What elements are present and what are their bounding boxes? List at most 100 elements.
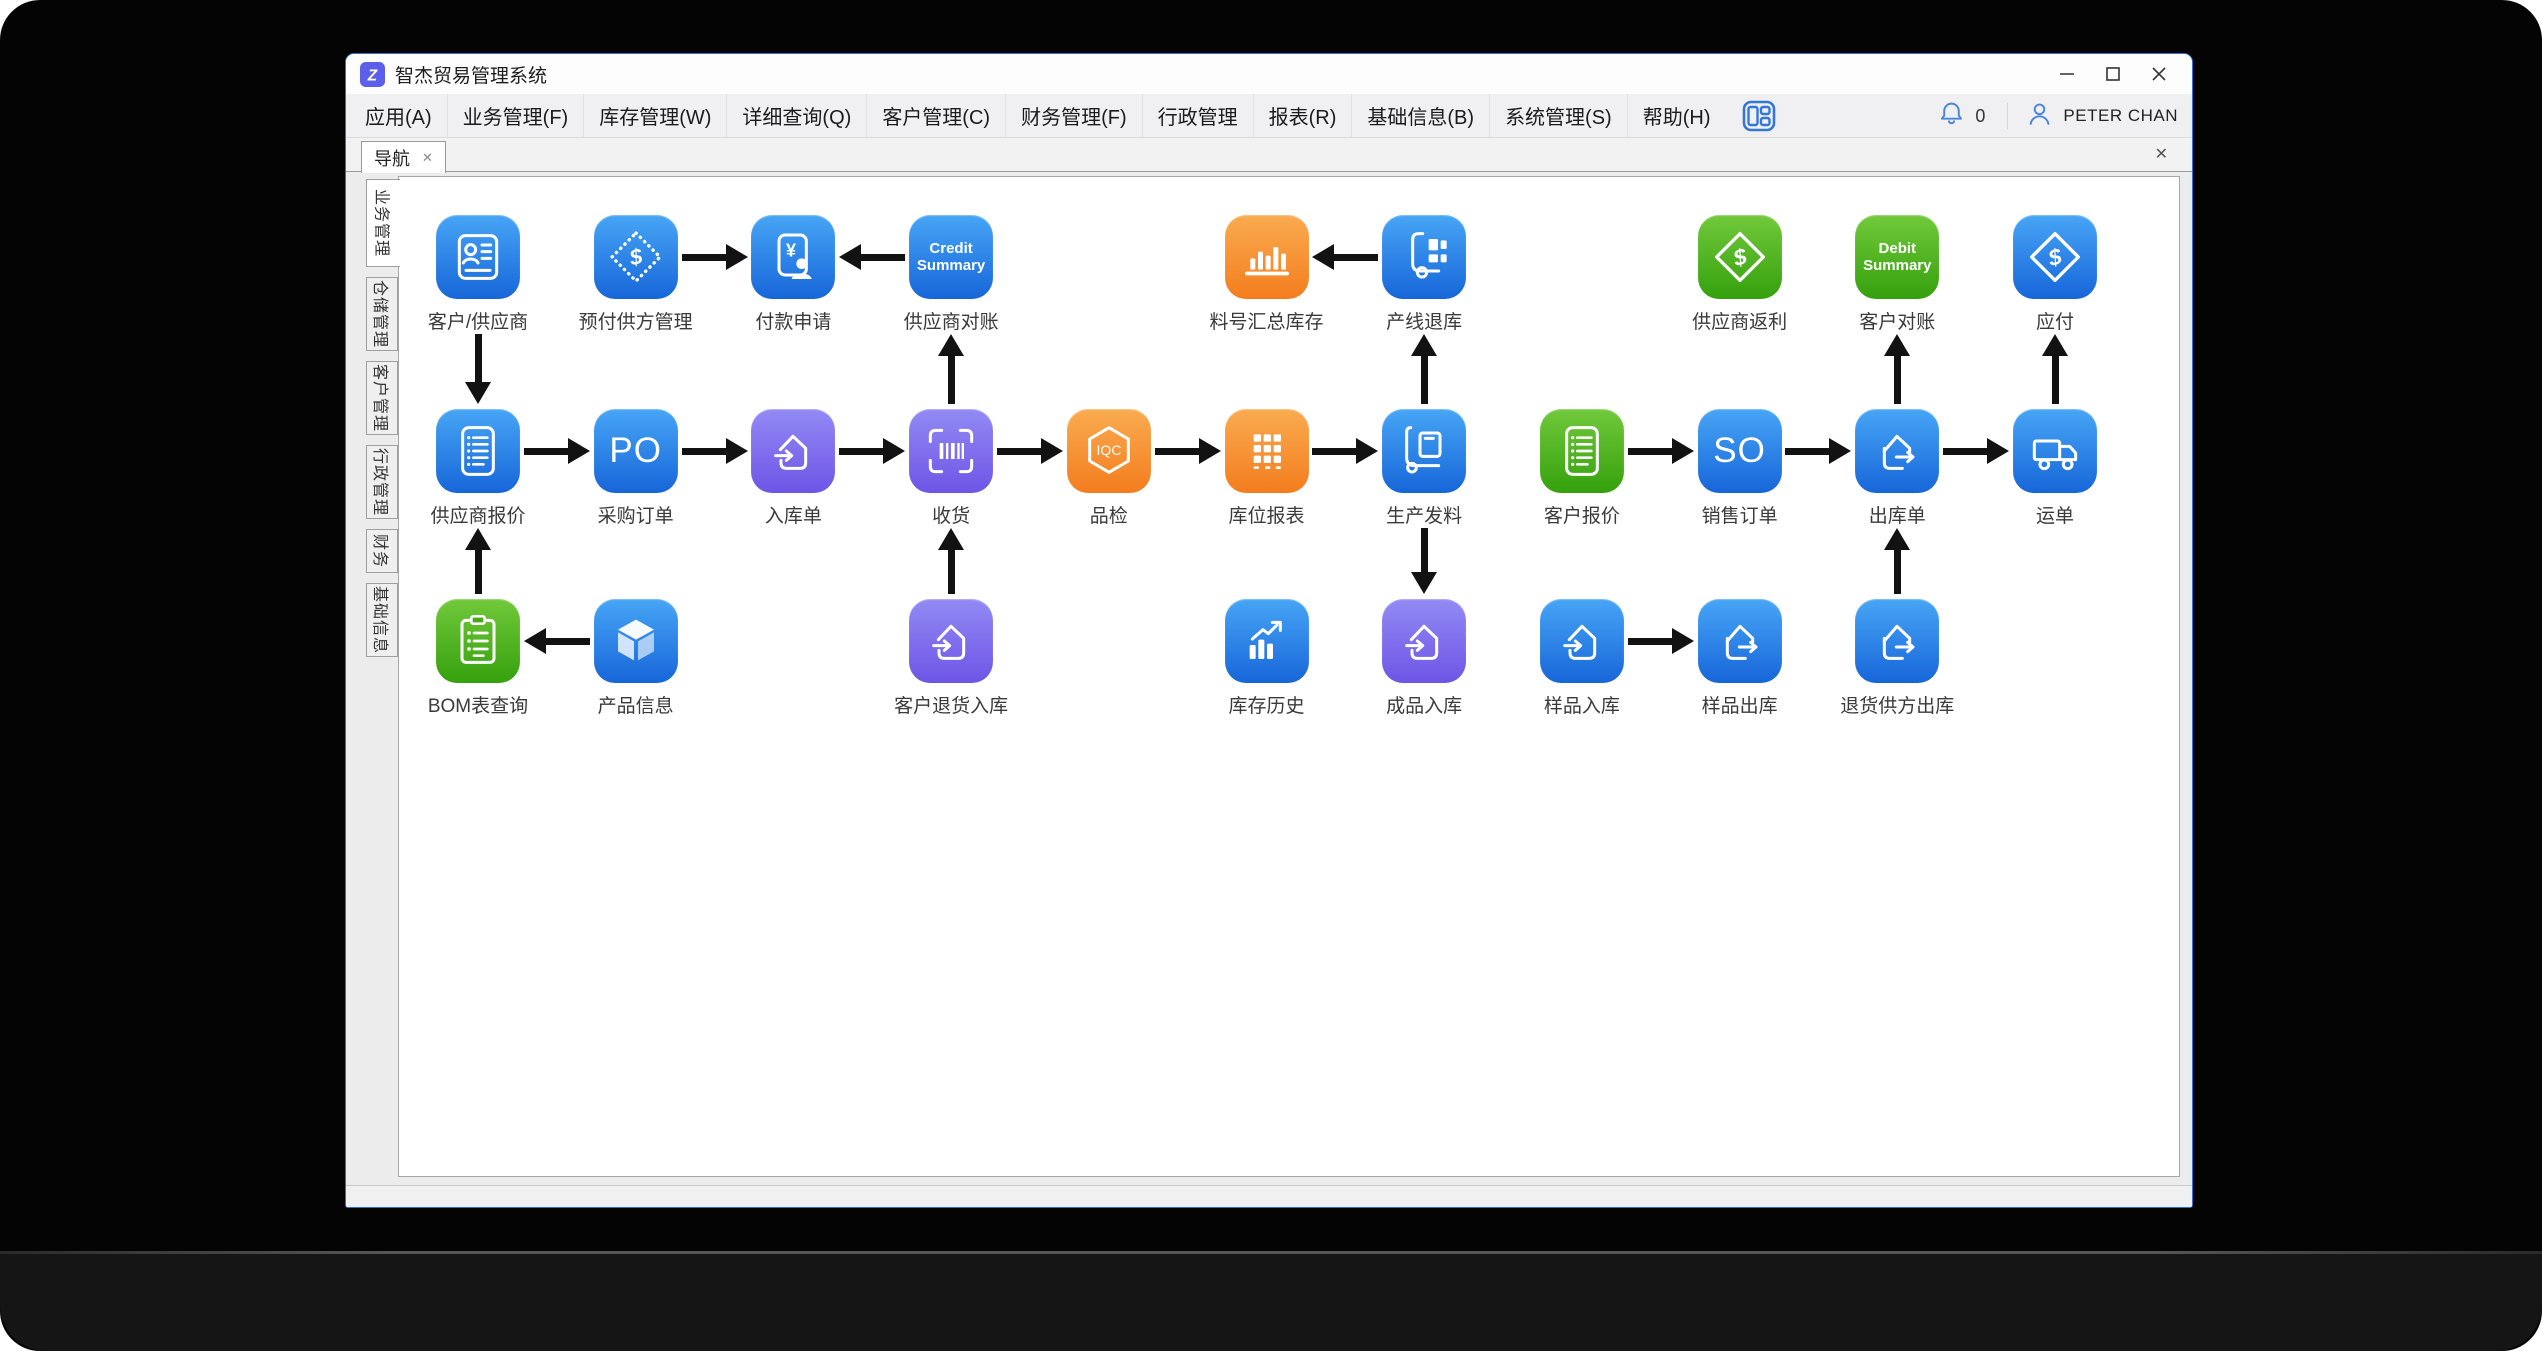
node-supplier-quote[interactable]: 供应商报价 [398, 409, 558, 528]
minimize-button[interactable] [2044, 54, 2090, 94]
menu-item-7[interactable]: 报表(R) [1252, 94, 1352, 137]
node-label: 客户退货入库 [894, 696, 1009, 717]
title-bar: Z 智杰贸易管理系统 [346, 54, 2192, 94]
node-customer-quote[interactable]: 客户报价 [1502, 409, 1662, 528]
side-tab-label: 基础信息 [371, 585, 388, 654]
maximize-button[interactable] [2090, 54, 2136, 94]
node-label: 采购订单 [597, 506, 674, 527]
arrow-h-r1-c2-c3 [681, 244, 748, 270]
menu-item-9[interactable]: 系统管理(S) [1489, 94, 1627, 137]
menu-item-10[interactable]: 帮助(H) [1626, 94, 1726, 137]
tab-close-icon[interactable]: ✕ [422, 150, 433, 165]
node-label: 样品入库 [1543, 696, 1620, 717]
diamond-dollar-icon: $ [2013, 215, 2097, 299]
menu-item-4[interactable]: 客户管理(C) [866, 94, 1005, 137]
node-partno-inventory-summary[interactable]: 料号汇总库存 [1187, 215, 1347, 334]
tabstrip-close-button[interactable]: ✕ [2154, 146, 2168, 163]
node-finished-goods-inbound[interactable]: 成品入库 [1344, 599, 1504, 718]
side-tab-1[interactable]: 仓储管理 [366, 277, 398, 351]
arrow-h-r1-c4-c3 [839, 244, 906, 270]
menu-item-6[interactable]: 行政管理 [1141, 94, 1253, 137]
menu-item-2[interactable]: 库存管理(W) [583, 94, 726, 137]
node-label: BOM表查询 [427, 696, 529, 717]
barcode-scan-icon [909, 409, 994, 493]
bell-icon[interactable] [1938, 100, 1965, 132]
grid-rack-icon [1224, 409, 1309, 493]
node-supplier-rebate[interactable]: $供应商返利 [1660, 215, 1820, 334]
user-icon[interactable] [2026, 100, 2053, 132]
side-tab-3[interactable]: 行政管理 [366, 445, 398, 519]
node-customer-supplier[interactable]: 客户/供应商 [398, 215, 558, 334]
node-payment-request[interactable]: ¥ 付款申请 [713, 215, 873, 334]
tab-label: 导航 [374, 148, 410, 169]
menu-item-5[interactable]: 财务管理(F) [1005, 94, 1142, 137]
node-label: 生产发料 [1386, 506, 1463, 527]
diamond-dollar-dotted-icon: $ [593, 215, 678, 299]
node-return-supplier-outbound[interactable]: 退货供方出库 [1817, 599, 1977, 718]
menubar-right: 0 PETER CHAN [1938, 94, 2178, 138]
arrow-h-r2-c9-c10 [1785, 438, 1852, 464]
node-bom-query[interactable]: BOM表查询 [398, 599, 558, 718]
node-sample-outbound[interactable]: 样品出库 [1660, 599, 1820, 718]
hand-truck-boxes-icon [1382, 215, 1467, 299]
node-bin-report[interactable]: 库位报表 [1187, 409, 1347, 528]
side-tab-4[interactable]: 财务 [366, 529, 398, 573]
menu-items: 应用(A) 业务管理(F)库存管理(W)详细查询(Q)客户管理(C)财务管理(F)… [346, 94, 1726, 137]
side-tab-2[interactable]: 客户管理 [366, 361, 398, 435]
close-button[interactable] [2136, 54, 2182, 94]
node-label: 应付 [2035, 312, 2074, 333]
node-inventory-history[interactable]: 库存历史 [1187, 599, 1347, 718]
menu-item-0[interactable]: 应用(A) [365, 107, 432, 129]
icon-text: SO [1713, 431, 1766, 470]
menu-item-1[interactable]: 业务管理(F) [446, 94, 584, 137]
chart-trend-icon [1224, 599, 1309, 683]
tab-navigation[interactable]: 导航 ✕ [361, 141, 446, 173]
node-inbound-order[interactable]: 入库单 [713, 409, 873, 528]
node-shipping-order[interactable]: 运单 [1975, 409, 2135, 528]
arrow-v-c1-r3-r2 [465, 528, 491, 594]
house-in-icon [1539, 599, 1624, 683]
svg-text:$: $ [626, 243, 645, 270]
node-sample-inbound[interactable]: 样品入库 [1502, 599, 1662, 718]
menu-item-8[interactable]: 基础信息(B) [1351, 94, 1489, 137]
truck-icon [2013, 409, 2097, 493]
node-receiving[interactable]: 收货 [871, 409, 1031, 528]
contact-card-icon [436, 215, 520, 299]
node-line-return[interactable]: 产线退库 [1344, 215, 1504, 334]
node-customer-return-inbound[interactable]: 客户退货入库 [871, 599, 1031, 718]
arrow-h-r3-c2-c1 [523, 628, 590, 654]
text-icon: SO [1697, 409, 1782, 493]
node-label: 料号汇总库存 [1209, 312, 1324, 333]
side-tab-5[interactable]: 基础信息 [366, 583, 398, 657]
tab-strip: 导航 ✕ ✕ [346, 138, 2192, 173]
node-production-issue[interactable]: 生产发料 [1344, 409, 1504, 528]
menu-item-3[interactable]: 详细查询(Q) [726, 94, 866, 137]
node-label: 成品入库 [1386, 696, 1463, 717]
node-label: 收货 [932, 506, 971, 527]
clipboard-list-icon [436, 599, 520, 683]
node-product-info[interactable]: 产品信息 [556, 599, 716, 718]
node-accounts-payable[interactable]: $ 应付 [1975, 215, 2135, 334]
divider [2007, 103, 2009, 129]
side-tab-label: 行政管理 [371, 447, 388, 516]
arrow-h-r1-c7-c6 [1312, 244, 1379, 270]
layout-panels-icon[interactable] [1742, 100, 1776, 132]
node-outbound-order[interactable]: 出库单 [1817, 409, 1977, 528]
house-out-icon [1697, 599, 1782, 683]
window-title: 智杰贸易管理系统 [395, 65, 548, 87]
node-label: 出库单 [1868, 506, 1926, 527]
node-label: 供应商报价 [430, 506, 526, 527]
arrow-h-r2-c1-c2 [523, 438, 590, 464]
node-prepaid-supplier-mgmt[interactable]: $预付供方管理 [556, 215, 716, 334]
side-tab-0[interactable]: 业务管理 [366, 179, 400, 267]
